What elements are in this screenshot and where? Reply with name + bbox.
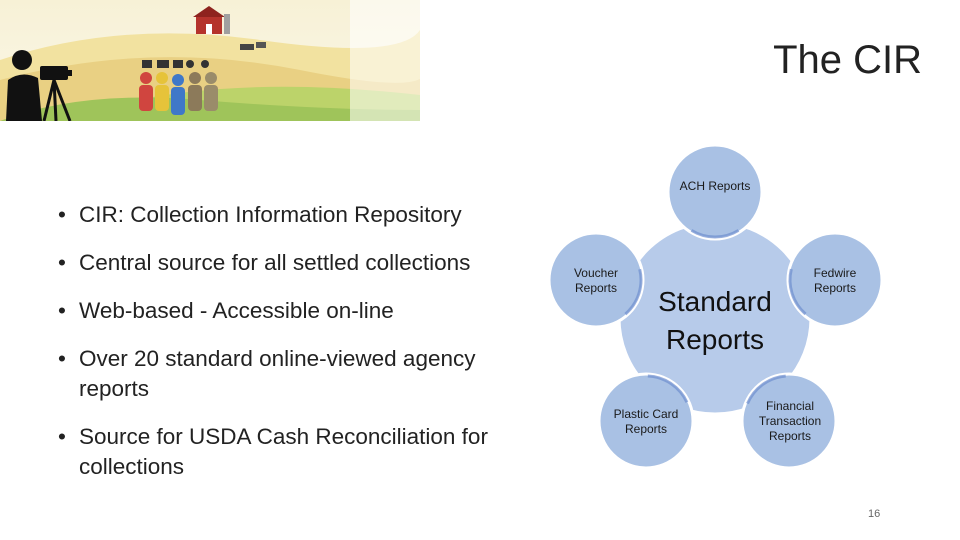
bullet-item: Web-based - Accessible on-line — [58, 296, 528, 326]
diagram-circle-financial-transaction — [740, 372, 838, 470]
diagram-accent-arc — [788, 268, 807, 316]
diagram-circle-voucher — [547, 231, 645, 329]
page-number: 16 — [868, 508, 881, 520]
bullet-item: CIR: Collection Information Repository — [58, 200, 528, 230]
diagram-node-financial-transaction: Financial Transaction Reports — [758, 399, 822, 443]
reports-diagram — [547, 143, 884, 470]
diagram-center-label: Standard Reports — [658, 286, 772, 355]
diagram-accent-arc — [746, 374, 786, 405]
diagram-accent-arc — [624, 268, 643, 316]
diagram-accent-arc — [647, 374, 689, 403]
device-icons — [142, 60, 209, 68]
diagram-circle-ach — [666, 143, 764, 241]
diagram-circle-fedwire — [786, 231, 884, 329]
diagram-node-fedwire: Fedwire Reports — [813, 266, 857, 295]
bullet-item: Central source for all settled collectio… — [58, 248, 528, 278]
slide-title: The CIR — [773, 38, 922, 82]
diagram-node-voucher: Voucher Reports — [573, 266, 619, 295]
bullet-list: CIR: Collection Information Repository C… — [58, 200, 528, 500]
diagram-node-ach: ACH Reports — [679, 179, 751, 193]
diagram-circle-plastic-card — [597, 372, 695, 470]
bullet-item: Source for USDA Cash Reconciliation for … — [58, 422, 528, 482]
camera-operator-icon — [6, 50, 72, 121]
diagram-accent-arc — [690, 229, 740, 239]
people-icons — [139, 72, 218, 115]
diagram-node-plastic-card: Plastic Card Reports — [613, 407, 679, 436]
cow-icon — [240, 42, 266, 50]
bullet-item: Over 20 standard online-viewed agency re… — [58, 344, 528, 404]
barn-icon — [193, 6, 230, 34]
banner-illustration — [0, 0, 420, 121]
